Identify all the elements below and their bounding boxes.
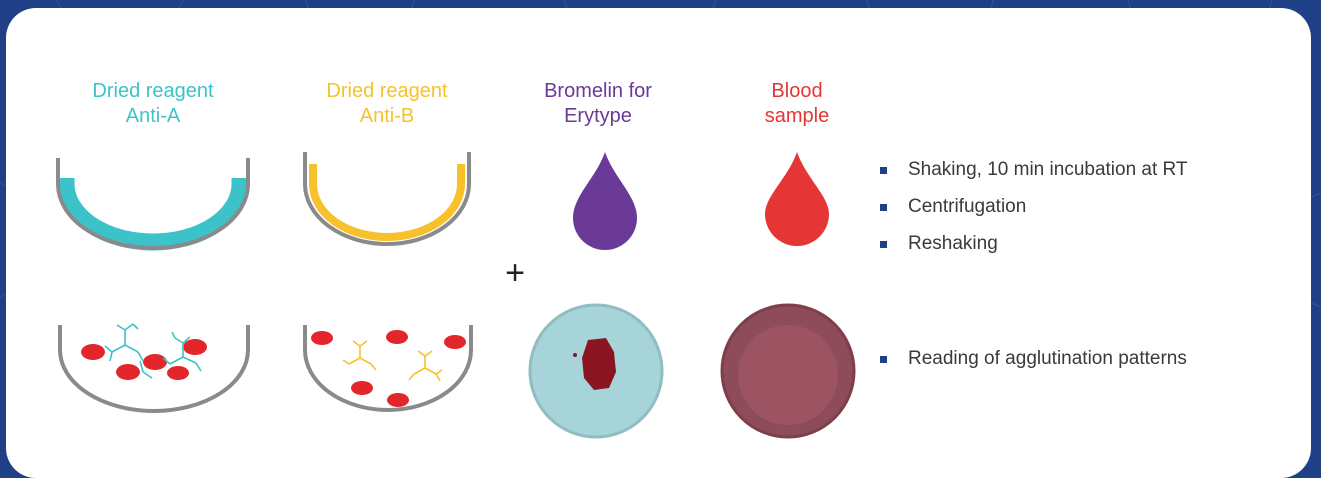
step-item: Shaking, 10 min incubation at RT bbox=[880, 158, 1188, 195]
well-anti-b-dried bbox=[305, 152, 469, 244]
process-steps: Shaking, 10 min incubation at RT Centrif… bbox=[880, 158, 1188, 269]
bullet-icon bbox=[880, 356, 887, 363]
blood-drop-icon bbox=[765, 152, 829, 246]
step-item: Reshaking bbox=[880, 232, 1188, 269]
step-item: Centrifugation bbox=[880, 195, 1188, 232]
bullet-icon bbox=[880, 241, 887, 248]
bromelin-drop-icon bbox=[573, 152, 637, 250]
bromelin-result-well bbox=[530, 305, 662, 437]
well-anti-a-dried bbox=[58, 158, 248, 248]
step-item: Reading of agglutination patterns bbox=[880, 347, 1187, 384]
bullet-icon bbox=[880, 167, 887, 174]
blood-result-well bbox=[722, 305, 854, 437]
well-anti-a-result bbox=[60, 324, 248, 411]
step-text: Shaking, 10 min incubation at RT bbox=[908, 159, 1188, 180]
step-text: Reshaking bbox=[908, 233, 998, 254]
step-text: Centrifugation bbox=[908, 196, 1026, 217]
step-text: Reading of agglutination patterns bbox=[908, 348, 1187, 369]
bullet-icon bbox=[880, 204, 887, 211]
plus-sign: + bbox=[500, 256, 530, 290]
well-anti-b-result bbox=[305, 325, 471, 410]
reading-step: Reading of agglutination patterns bbox=[880, 347, 1187, 384]
